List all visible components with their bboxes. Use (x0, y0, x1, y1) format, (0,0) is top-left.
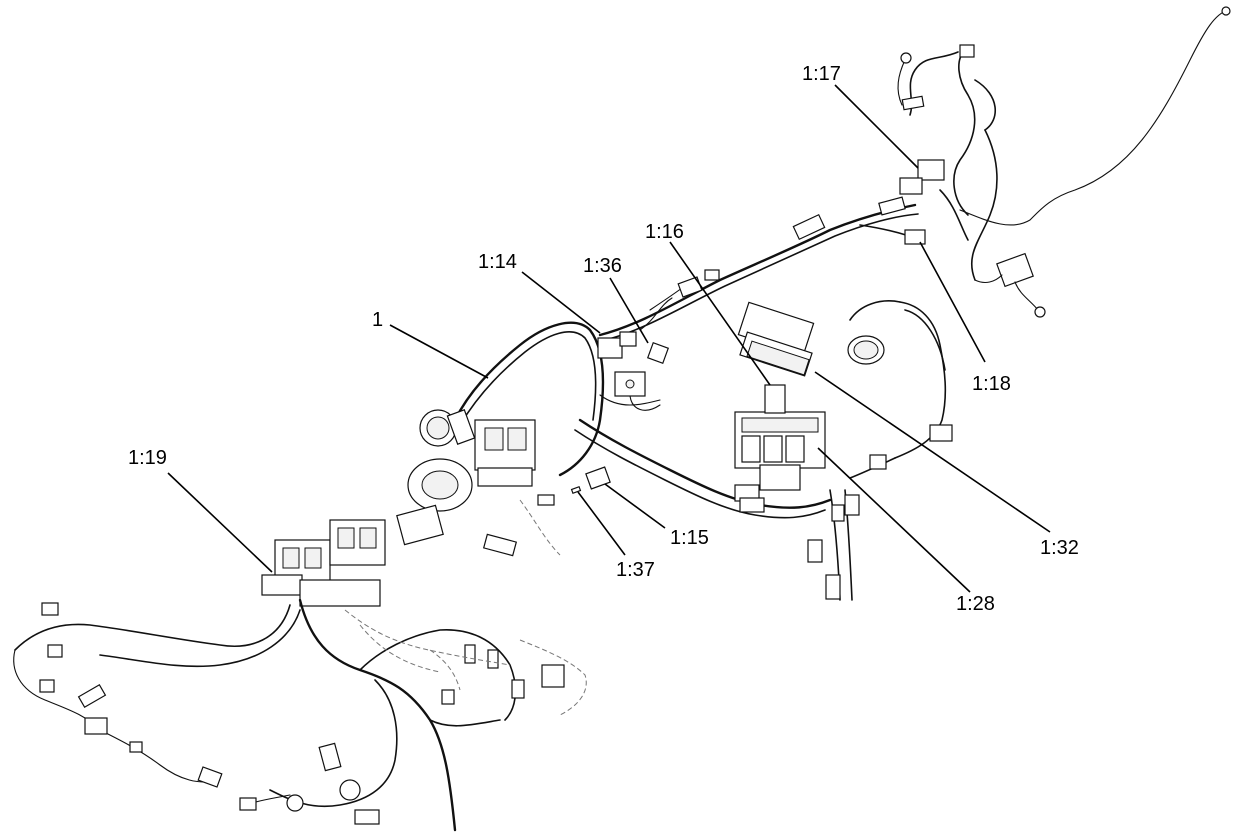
label-item-1-28: 1:28 (956, 593, 995, 615)
leader-1-15 (604, 483, 666, 529)
label-item-1-14: 1:14 (478, 251, 517, 273)
label-item-1-19: 1:19 (128, 447, 167, 469)
label-item-1: 1 (372, 309, 383, 331)
relay-box-upper (737, 301, 815, 377)
leader-1-36 (609, 277, 649, 344)
ecu-module-left (261, 519, 386, 607)
label-item-1-17: 1:17 (802, 63, 841, 85)
leader-1-32 (814, 371, 1051, 533)
leader-1-16 (669, 241, 771, 386)
label-item-1-15: 1:15 (670, 527, 709, 549)
leader-1-17 (834, 84, 919, 169)
wiring-harness-artwork (13, 6, 1231, 832)
ecu-module-center (474, 419, 536, 487)
fuse-box (734, 384, 826, 491)
leader-1-37 (577, 491, 626, 556)
label-item-1-37: 1:37 (616, 559, 655, 581)
leader-1-14 (521, 271, 601, 334)
label-item-1-32: 1:32 (1040, 537, 1079, 559)
leader-1-18 (919, 241, 986, 363)
label-item-1-36: 1:36 (583, 255, 622, 277)
leader-1 (389, 324, 489, 379)
part-labels: 1 1:14 1:36 1:16 1:17 1:18 1:19 1:15 1:3… (128, 63, 1079, 615)
label-item-1-16: 1:16 (645, 221, 684, 243)
leader-1-19 (167, 472, 273, 573)
label-item-1-18: 1:18 (972, 373, 1011, 395)
leader-1-28 (817, 447, 971, 593)
leader-lines (167, 84, 1051, 593)
